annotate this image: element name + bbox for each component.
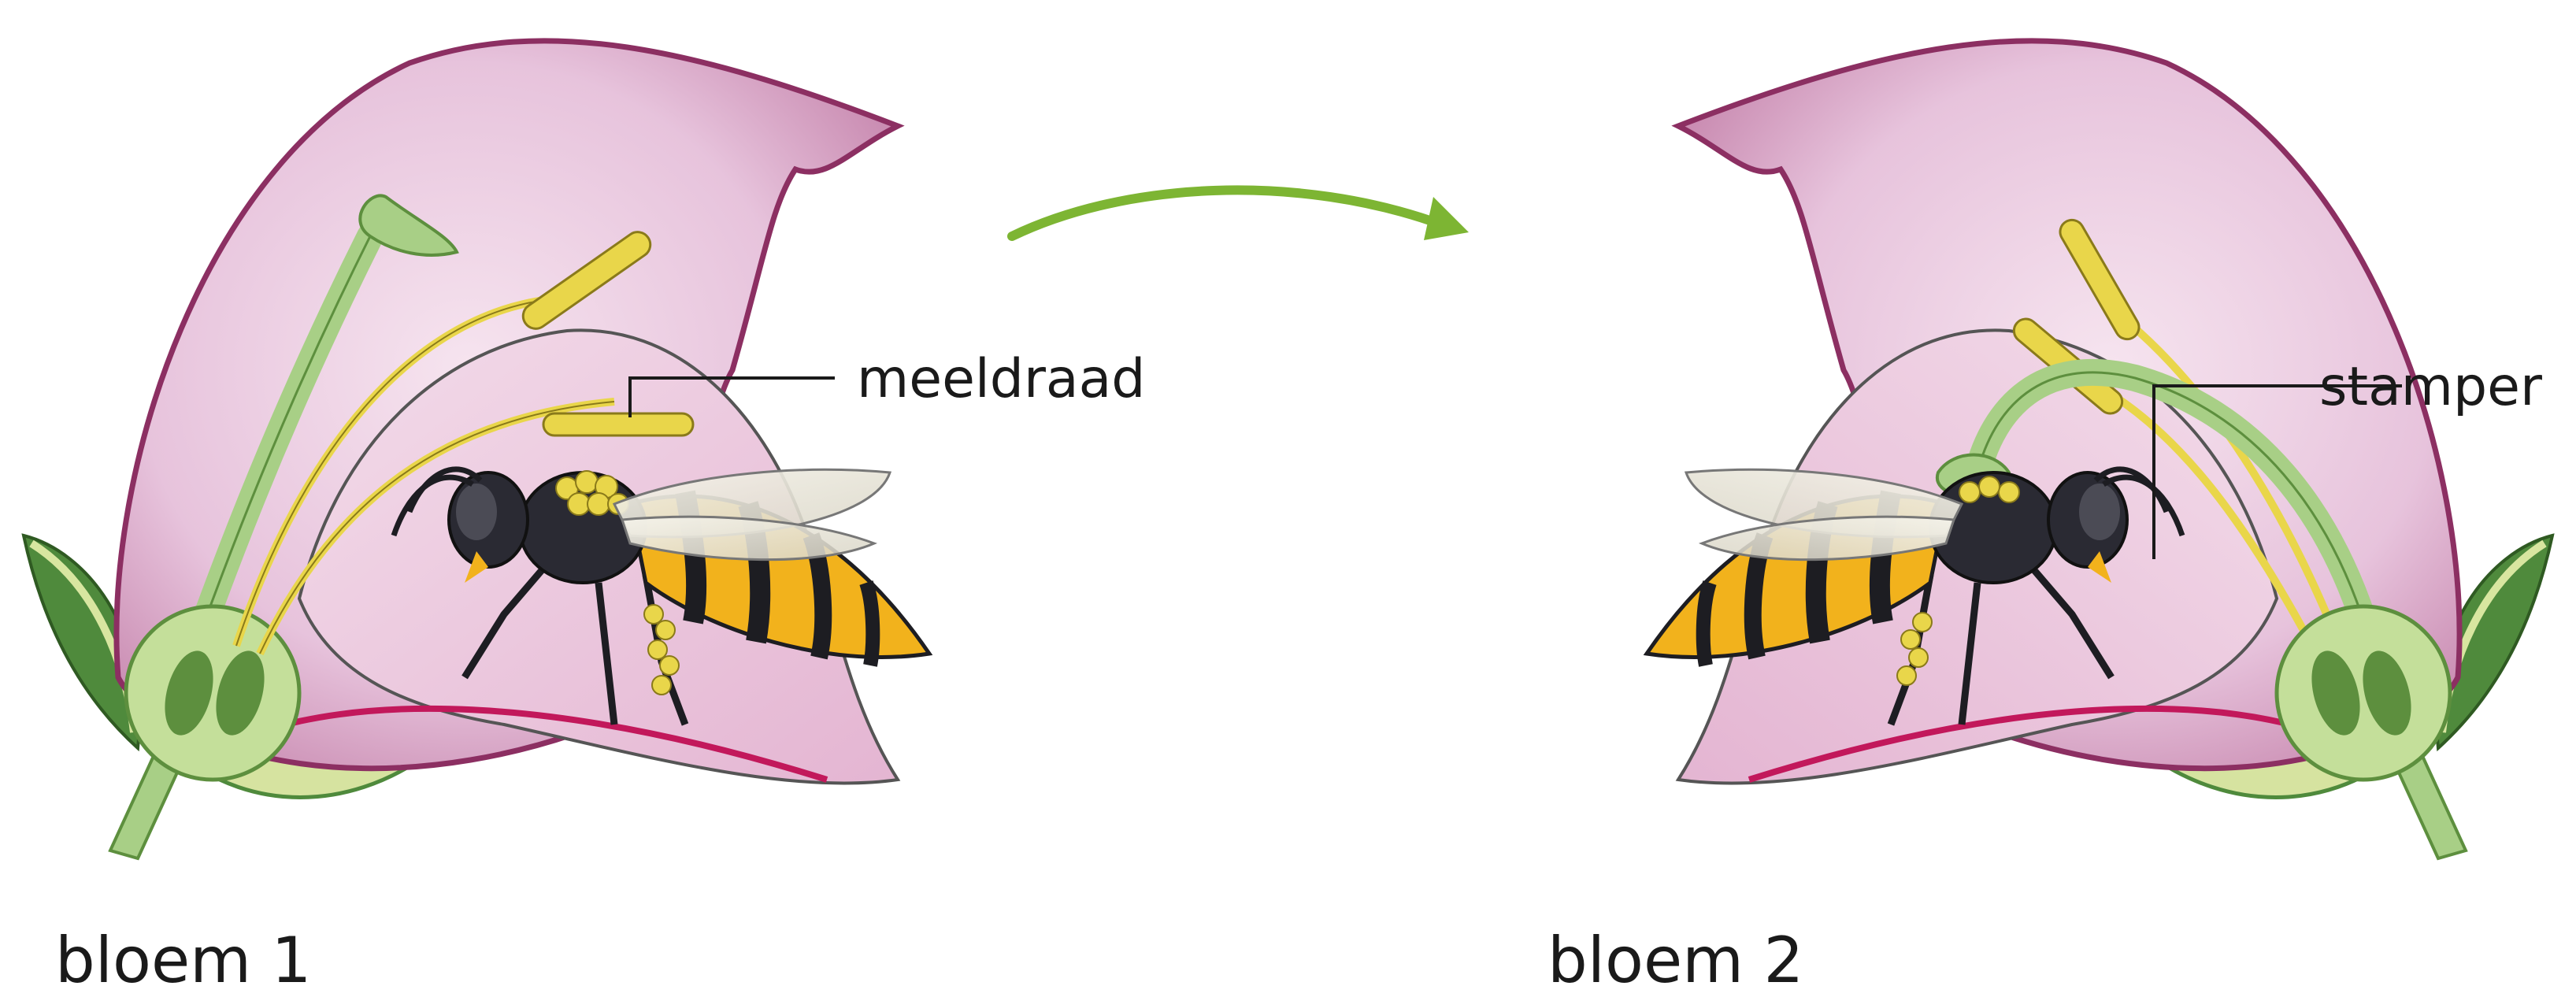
anther-1b: [543, 413, 693, 435]
label-meeldraad: meeldraad: [857, 353, 1145, 406]
stem-1: [110, 756, 181, 858]
caption-bloem-2: bloem 2: [1547, 929, 1803, 992]
caption-bloem-1: bloem 1: [55, 929, 311, 992]
flower-1: [24, 41, 898, 858]
label-stamper: stamper: [2319, 361, 2542, 414]
transfer-arrow: [1012, 190, 1469, 240]
flower-2: [1647, 41, 2552, 858]
